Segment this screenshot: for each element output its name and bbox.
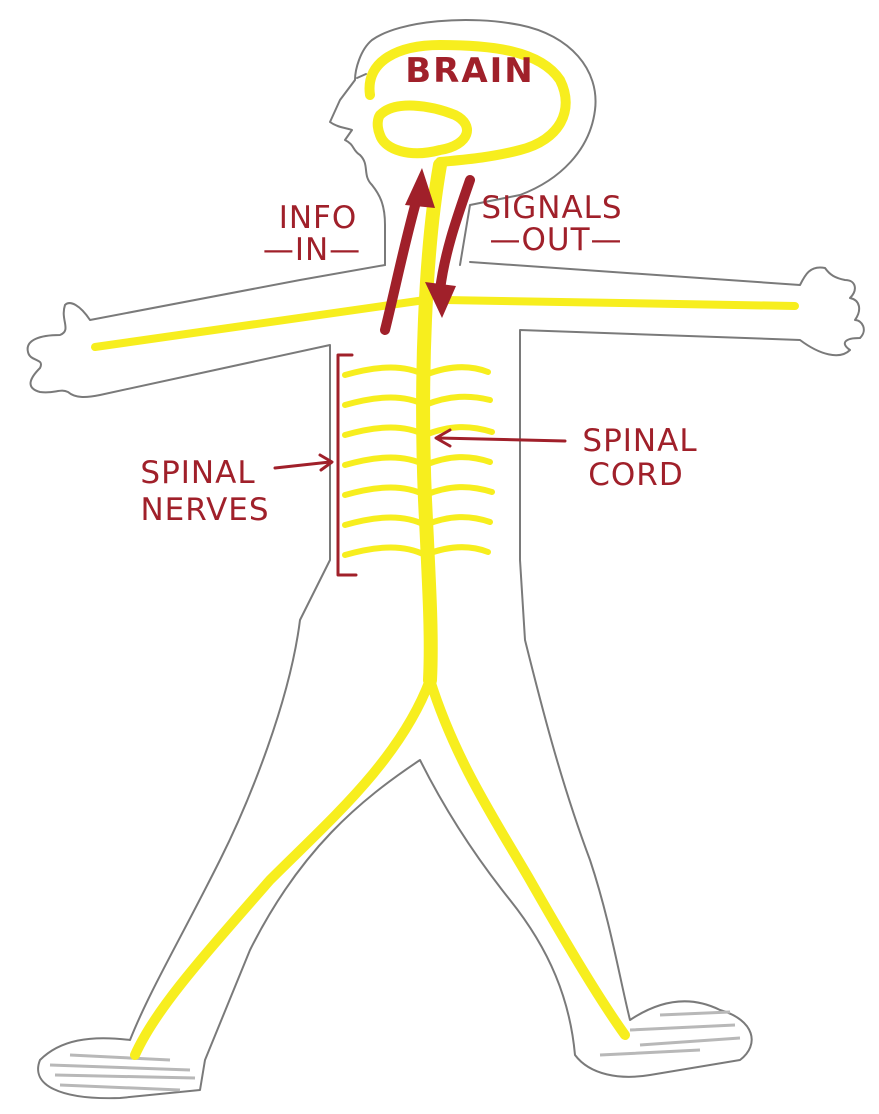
torso-arms-outline bbox=[28, 262, 864, 1098]
nervous-system bbox=[95, 45, 795, 1055]
left-arm-nerve bbox=[95, 300, 425, 347]
signals-label: SIGNALS bbox=[481, 190, 622, 226]
brain-label: BRAIN bbox=[405, 51, 535, 91]
spinal-nerves-pointer bbox=[275, 455, 332, 470]
in-label: —IN— bbox=[263, 232, 361, 268]
left-shoe bbox=[50, 1055, 195, 1090]
out-label: —OUT— bbox=[489, 222, 622, 258]
body-outline bbox=[28, 20, 864, 1098]
info-in-arrow bbox=[385, 195, 418, 330]
spinal-nerves-label-line2: NERVES bbox=[140, 492, 269, 528]
spinal-nerves-label-line1: SPINAL bbox=[140, 455, 255, 491]
right-arm-nerve bbox=[445, 300, 795, 306]
info-label: INFO bbox=[279, 200, 358, 236]
spinal-cord-label-line1: SPINAL bbox=[582, 423, 697, 459]
spinal-cord-pointer bbox=[436, 430, 565, 446]
spinal-cord-label-line2: CORD bbox=[588, 457, 683, 493]
spinal-nerve bbox=[345, 547, 488, 555]
spinal-nerve bbox=[345, 517, 490, 525]
spinal-cord bbox=[423, 165, 440, 680]
right-leg-nerve bbox=[430, 680, 625, 1035]
eye-mark bbox=[357, 74, 366, 78]
left-leg-nerve bbox=[135, 680, 430, 1055]
